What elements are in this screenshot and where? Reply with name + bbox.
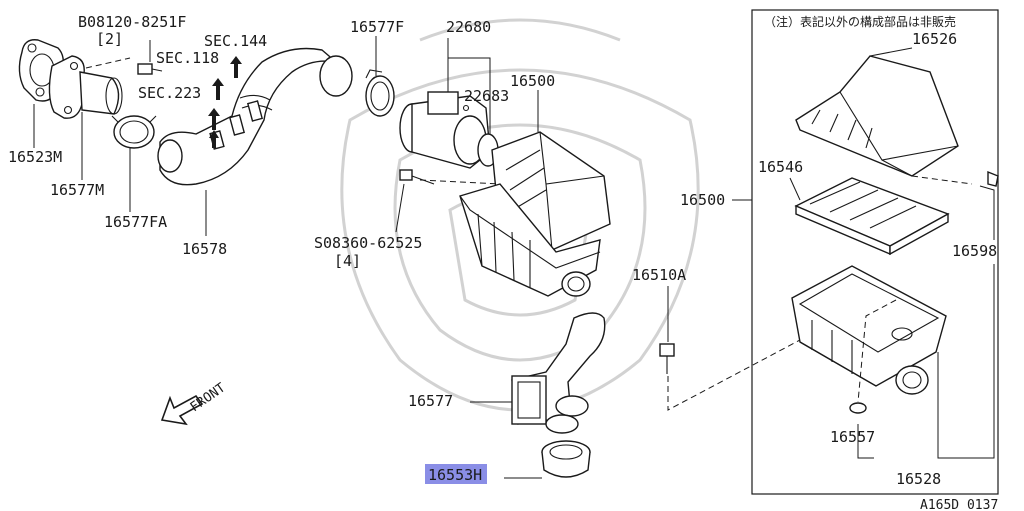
dashed-guides xyxy=(85,57,973,411)
diagram-code: A165D 0137 xyxy=(920,498,998,511)
label-front: FRONT xyxy=(188,380,229,415)
label-16577: 16577 xyxy=(408,392,453,410)
clip-16598[interactable] xyxy=(987,170,999,187)
highlight-16553H xyxy=(425,464,487,484)
bolt-08120[interactable] xyxy=(137,63,163,75)
duct-16577[interactable] xyxy=(511,312,606,434)
clamp-16577FA[interactable] xyxy=(111,115,157,149)
label-sec223[interactable]: SEC.223 xyxy=(138,84,201,102)
label-16510A: 16510A xyxy=(632,266,686,284)
air-cleaner-16500[interactable] xyxy=(459,131,611,297)
label-screw-08360: S08360-62525 xyxy=(314,234,422,252)
label-16578: 16578 xyxy=(182,240,227,258)
note-not-for-sale: （注）表記以外の構成部品は非販売 xyxy=(764,14,956,29)
label-16523M: 16523M xyxy=(8,148,62,166)
label-sec118[interactable]: SEC.118 xyxy=(156,49,219,67)
cover-16526[interactable] xyxy=(795,55,959,177)
label-bolt-08120: B08120-8251F xyxy=(78,13,186,31)
label-16546: 16546 xyxy=(758,158,803,176)
label-16577FA: 16577FA xyxy=(104,213,167,231)
arrows-sec xyxy=(208,56,242,148)
filter-element-16546[interactable] xyxy=(794,177,950,256)
label-16577M: 16577M xyxy=(50,181,104,199)
clamp-16577F[interactable] xyxy=(365,69,395,117)
label-screw-qty: [4] xyxy=(334,252,361,270)
label-16553H[interactable]: 16553H xyxy=(428,466,482,484)
label-22680: 22680 xyxy=(446,18,491,36)
lower-case-16528[interactable] xyxy=(791,265,947,395)
flange-16577M[interactable] xyxy=(48,55,123,119)
hose-16578[interactable] xyxy=(157,47,353,186)
label-16500-box: 16500 xyxy=(680,191,725,209)
front-arrow-icon xyxy=(160,394,204,426)
label-16500-main: 16500 xyxy=(510,72,555,90)
label-bolt-qty: [2] xyxy=(96,30,123,48)
screw-08360[interactable] xyxy=(399,169,435,185)
grommet-16557[interactable] xyxy=(849,402,867,414)
label-16528: 16528 xyxy=(896,470,941,488)
resonator-16553H[interactable] xyxy=(541,440,591,478)
label-sec144[interactable]: SEC.144 xyxy=(204,32,267,50)
bolt-16510A[interactable] xyxy=(659,343,675,374)
label-16557: 16557 xyxy=(830,428,875,446)
airflow-meter-22680[interactable] xyxy=(399,91,491,169)
leader-lines xyxy=(33,36,995,479)
label-16577F: 16577F xyxy=(350,18,404,36)
exploded-view-frame xyxy=(751,9,999,495)
label-22683: 22683 xyxy=(464,87,509,105)
label-16598: 16598 xyxy=(952,242,997,260)
label-16526: 16526 xyxy=(912,30,957,48)
